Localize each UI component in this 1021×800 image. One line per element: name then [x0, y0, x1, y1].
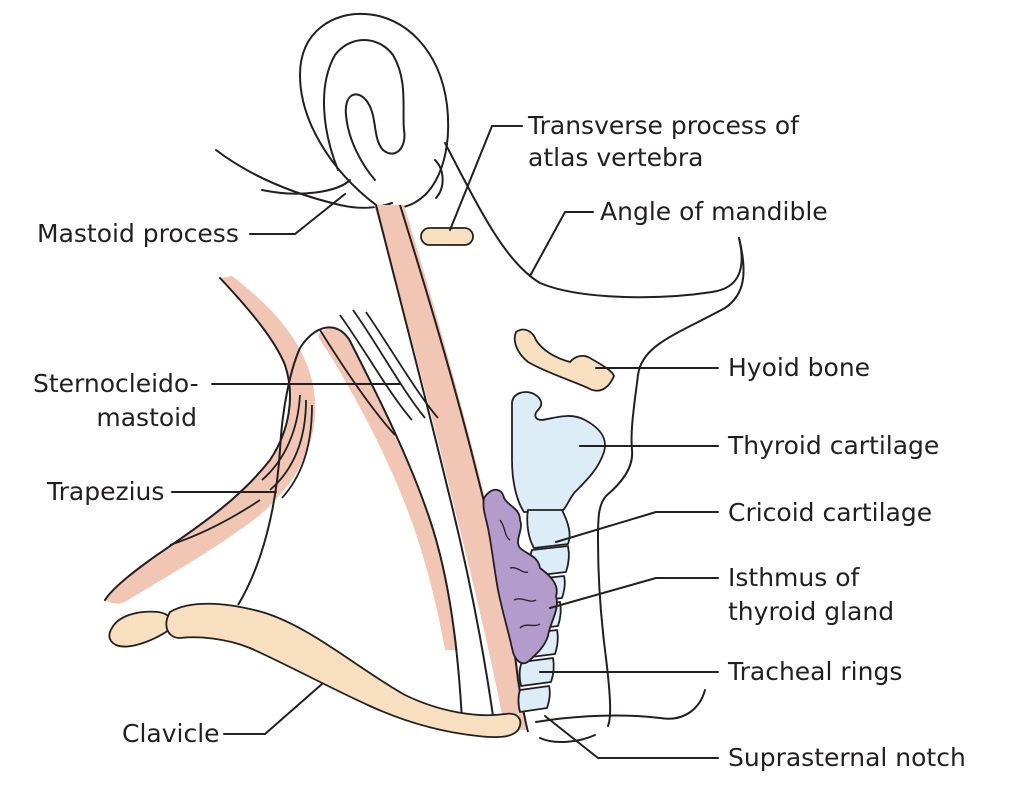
tracheal-ring-5 [517, 685, 551, 713]
neck-lower-curve [535, 689, 706, 723]
ear-inner-fold [323, 39, 406, 181]
trapezius-fiber-3 [281, 404, 313, 499]
label-suprasternal-notch: Suprasternal notch [728, 743, 966, 772]
thyroid-gland-lobe [482, 488, 558, 665]
ear-lobe-curve [434, 159, 444, 199]
skin-contours [215, 142, 745, 743]
jaw-line [444, 142, 743, 299]
mastoid-bump [261, 179, 351, 195]
leader-lines [171, 125, 719, 759]
label-isthmus-line2: thyroid gland [728, 597, 894, 626]
tracheal-ring-4 [518, 657, 555, 687]
trapezius-fiber-1 [261, 394, 301, 481]
labels: Transverse process of atlas vertebra Mas… [33, 111, 966, 772]
scalene-inner-edge [299, 326, 463, 721]
label-sternocleidomastoid-line1: Sternocleido- [33, 369, 199, 398]
label-cricoid-cartilage: Cricoid cartilage [728, 498, 932, 527]
thyroid-lobule-2 [509, 567, 529, 573]
sternocleidomastoid [319, 204, 529, 733]
ear-outer-helix [299, 12, 450, 209]
leader-clavicle [223, 683, 323, 735]
acromion-tip [108, 610, 173, 648]
scm-fiber-1 [319, 329, 396, 436]
label-thyroid-cartilage: Thyroid cartilage [727, 431, 939, 460]
scm-fiber-2 [339, 314, 413, 421]
atlas-transverse-process [420, 227, 474, 246]
label-transverse-process-line2: atlas vertebra [528, 143, 703, 172]
ear [299, 12, 450, 209]
thyroid-cartilage-shape [511, 391, 606, 513]
leader-angle-mandible [529, 211, 594, 277]
scm-fiber-4 [365, 311, 439, 419]
thyroid-lobule-1 [499, 519, 511, 541]
clavicle-bone [165, 602, 522, 738]
leader-suprasternal [544, 715, 719, 759]
thyroid-lobule-3 [513, 598, 537, 602]
label-hyoid-bone: Hyoid bone [728, 353, 870, 382]
label-clavicle: Clavicle [122, 719, 220, 748]
trapezius-edge [104, 277, 291, 601]
head-back-line [215, 149, 393, 209]
scm-posterior-edge [375, 204, 496, 731]
trapezius-muscle-band [105, 276, 316, 604]
label-isthmus-line1: Isthmus of [728, 563, 861, 592]
trapezius-fiber-4 [169, 499, 261, 546]
thyroid-gland [482, 488, 558, 665]
label-trapezius: Trapezius [46, 477, 164, 506]
leader-mastoid [249, 193, 346, 235]
scm-fiber-3 [352, 309, 426, 419]
leader-cricoid [555, 511, 719, 543]
scm-muscle-band [374, 205, 528, 730]
trapezius [104, 276, 316, 604]
neck-front-line [597, 237, 745, 727]
label-angle-of-mandible: Angle of mandible [600, 197, 828, 226]
scalene-muscle-band [318, 327, 458, 650]
suprasternal-fold [539, 734, 596, 743]
clavicle [108, 602, 522, 738]
thyroid-lobule-4 [519, 623, 541, 629]
leader-transverse [449, 125, 523, 231]
label-mastoid-process: Mastoid process [37, 219, 239, 248]
scalene-outer-edge [237, 347, 301, 606]
label-sternocleidomastoid-line2: mastoid [96, 403, 197, 432]
label-tracheal-rings: Tracheal rings [727, 657, 902, 686]
label-transverse-process-line1: Transverse process of [527, 111, 800, 140]
hyoid-bone [513, 328, 615, 392]
scalene-region [237, 326, 463, 721]
leader-isthmus [549, 577, 719, 609]
thyroid-cartilage-lower [526, 509, 571, 549]
